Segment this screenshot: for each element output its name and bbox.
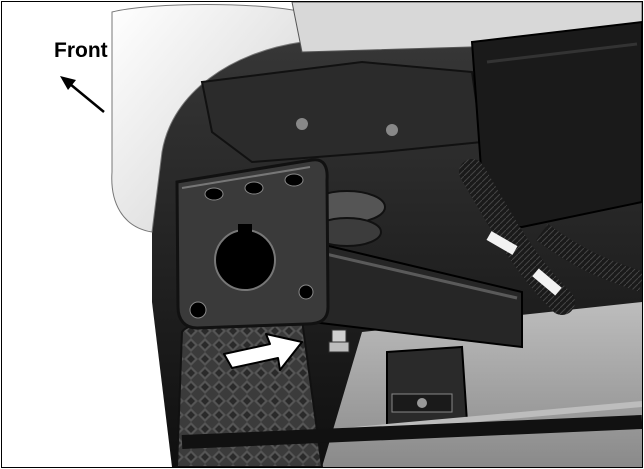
plate-slot	[204, 187, 224, 201]
front-label: Front	[54, 39, 108, 62]
plate-slot	[244, 181, 264, 195]
plate-bolt-hole	[298, 284, 314, 300]
hose-clamp	[532, 268, 562, 296]
tow-bracket	[386, 345, 469, 429]
frame-bracket-upper	[200, 60, 484, 164]
plate-keyway	[238, 224, 252, 238]
bolt-head	[331, 329, 347, 343]
hose-clamp	[486, 231, 518, 255]
plate-bolt-hole	[189, 301, 207, 319]
plate-center-hole	[214, 229, 276, 291]
arrow-up-left-icon	[60, 76, 105, 113]
bolt	[386, 124, 398, 136]
frame-rail-edge	[316, 250, 518, 300]
bolt-nut	[328, 341, 350, 353]
plate-slot	[284, 173, 304, 187]
hose	[536, 223, 642, 292]
tow-hook-pin	[417, 398, 427, 408]
bumper-lower-beam	[181, 415, 642, 449]
block-arrow-right-icon	[223, 333, 303, 371]
bumper-fascia	[111, 4, 303, 233]
bolt	[296, 118, 308, 130]
plate-edge-highlight	[181, 166, 311, 189]
muffler-highlight	[486, 42, 638, 64]
